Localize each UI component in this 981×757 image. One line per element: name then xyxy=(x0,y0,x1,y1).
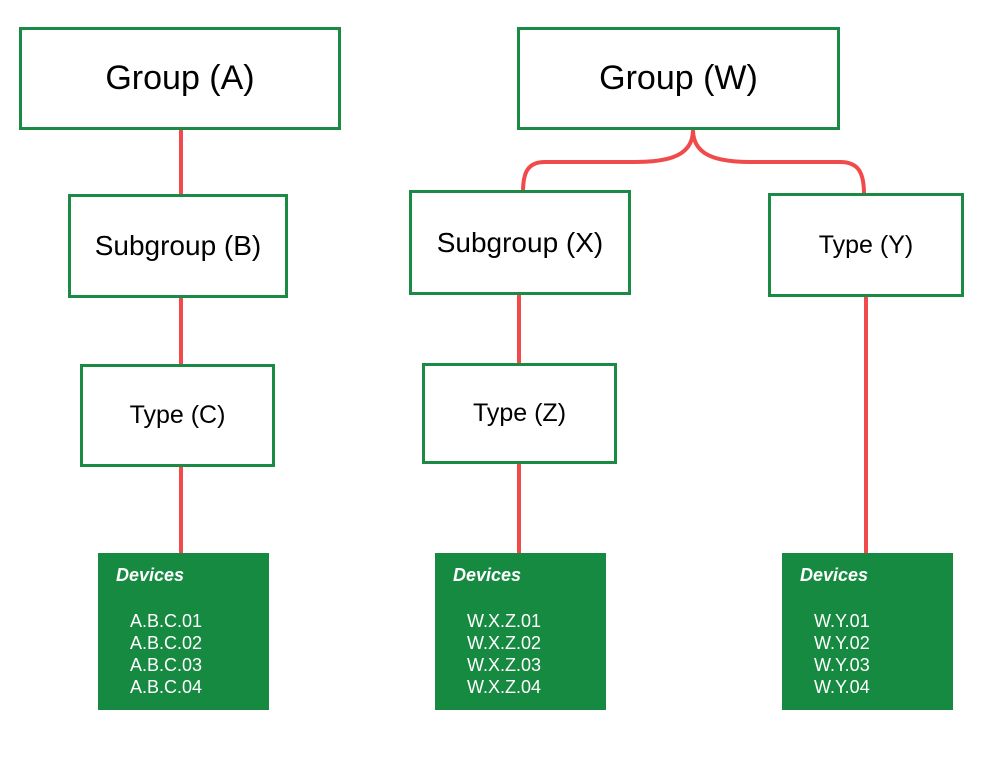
devices-box-abc: Devices A.B.C.01 A.B.C.02 A.B.C.03 A.B.C… xyxy=(98,553,269,710)
devices-title: Devices xyxy=(116,565,185,585)
device-item: A.B.C.03 xyxy=(130,655,203,675)
node-type-z-label: Type (Z) xyxy=(472,399,567,427)
devices-title: Devices xyxy=(800,565,869,585)
node-type-y-label: Type (Y) xyxy=(818,230,914,259)
node-type-z: Type (Z) xyxy=(422,363,617,464)
device-item: W.X.Z.02 xyxy=(467,633,542,653)
node-group-w: Group (W) xyxy=(517,27,840,130)
devices-box-wy: Devices W.Y.01 W.Y.02 W.Y.03 W.Y.04 xyxy=(782,553,953,710)
connector-group-w-type-y xyxy=(691,129,866,195)
device-item: W.Y.01 xyxy=(814,611,870,631)
device-item: W.X.Z.01 xyxy=(467,611,542,631)
devices-list: A.B.C.01 A.B.C.02 A.B.C.03 A.B.C.04 xyxy=(130,610,202,698)
node-type-y: Type (Y) xyxy=(768,193,964,297)
node-group-a-label: Group (A) xyxy=(105,59,255,97)
node-type-c-label: Type (C) xyxy=(129,401,226,429)
device-item: W.X.Z.04 xyxy=(467,677,542,697)
device-item: A.B.C.04 xyxy=(130,677,203,697)
node-group-w-label: Group (W) xyxy=(599,59,758,97)
device-item: W.Y.04 xyxy=(814,677,870,697)
device-item: A.B.C.01 xyxy=(130,611,203,631)
devices-list: W.X.Z.01 W.X.Z.02 W.X.Z.03 W.X.Z.04 xyxy=(467,610,541,698)
device-item: W.Y.02 xyxy=(814,633,870,653)
node-type-c: Type (C) xyxy=(80,364,275,467)
node-subgroup-b: Subgroup (B) xyxy=(68,194,288,298)
device-item: A.B.C.02 xyxy=(130,633,203,653)
node-subgroup-x-label: Subgroup (X) xyxy=(436,226,604,258)
node-subgroup-x: Subgroup (X) xyxy=(409,190,631,295)
node-subgroup-b-label: Subgroup (B) xyxy=(94,230,262,261)
devices-title: Devices xyxy=(453,565,522,585)
node-group-a: Group (A) xyxy=(19,27,341,130)
device-item: W.X.Z.03 xyxy=(467,655,542,675)
device-item: W.Y.03 xyxy=(814,655,870,675)
devices-list: W.Y.01 W.Y.02 W.Y.03 W.Y.04 xyxy=(814,610,870,698)
devices-box-wxz: Devices W.X.Z.01 W.X.Z.02 W.X.Z.03 W.X.Z… xyxy=(435,553,606,710)
connector-group-w-subgroup-x xyxy=(521,129,695,193)
